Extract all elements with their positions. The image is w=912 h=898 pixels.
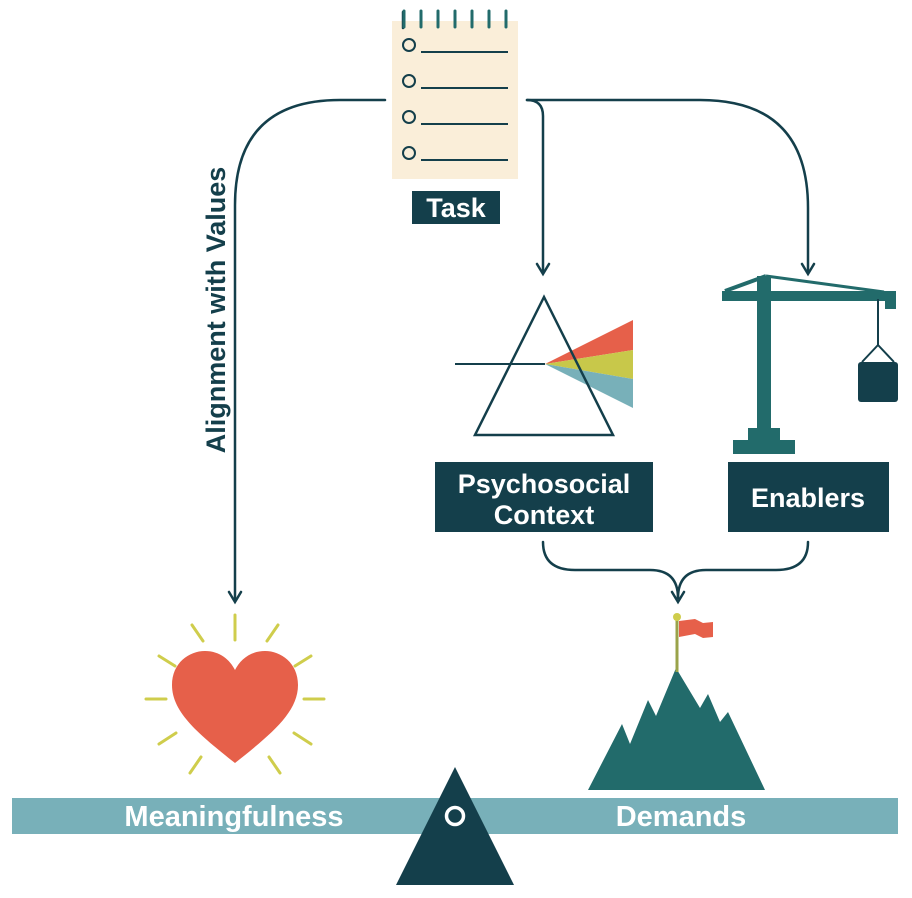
psychosocial-context-label: Psychosocial Context	[435, 462, 653, 532]
arrow-task-to-meaningfulness	[233, 98, 387, 602]
arrowhead-psychosocial	[535, 262, 551, 277]
triangle-fulcrum-icon	[396, 767, 514, 885]
prism-icon	[455, 294, 633, 437]
alignment-with-values-label: Alignment with Values	[201, 167, 231, 454]
prism-ray-red	[545, 320, 633, 364]
arrow-enablers-to-demands	[676, 540, 810, 600]
psychosocial-label-line2: Context	[494, 500, 595, 530]
arrow-task-to-enablers	[525, 98, 810, 274]
flag-shape	[679, 619, 713, 638]
arrow-task-to-psychosocial	[525, 98, 545, 274]
meaningfulness-label: Meaningfulness	[124, 801, 343, 833]
checklist-items	[402, 38, 508, 161]
task-label-text: Task	[426, 193, 487, 223]
enablers-label-text: Enablers	[751, 483, 865, 513]
enablers-label: Enablers	[728, 462, 889, 532]
arrowhead-demands	[670, 590, 686, 605]
arrowhead-meaningfulness	[227, 590, 243, 605]
connector-lines	[227, 98, 816, 605]
mountain-shape	[588, 668, 765, 790]
prism-ray-yellow	[545, 350, 633, 379]
notepad-checklist-icon	[392, 9, 518, 179]
arrowhead-enablers	[800, 262, 816, 277]
crane-icon	[722, 274, 898, 454]
psychosocial-label-line1: Psychosocial	[458, 469, 631, 499]
heart-shape	[172, 651, 298, 763]
task-label: Task	[412, 191, 500, 224]
heart-icon	[144, 613, 326, 775]
heart-rays	[144, 613, 326, 775]
arrow-psychosocial-to-demands	[541, 540, 680, 600]
demands-label: Demands	[616, 801, 747, 833]
notepad-rings	[402, 9, 508, 29]
mountain-flag-icon	[588, 613, 765, 790]
